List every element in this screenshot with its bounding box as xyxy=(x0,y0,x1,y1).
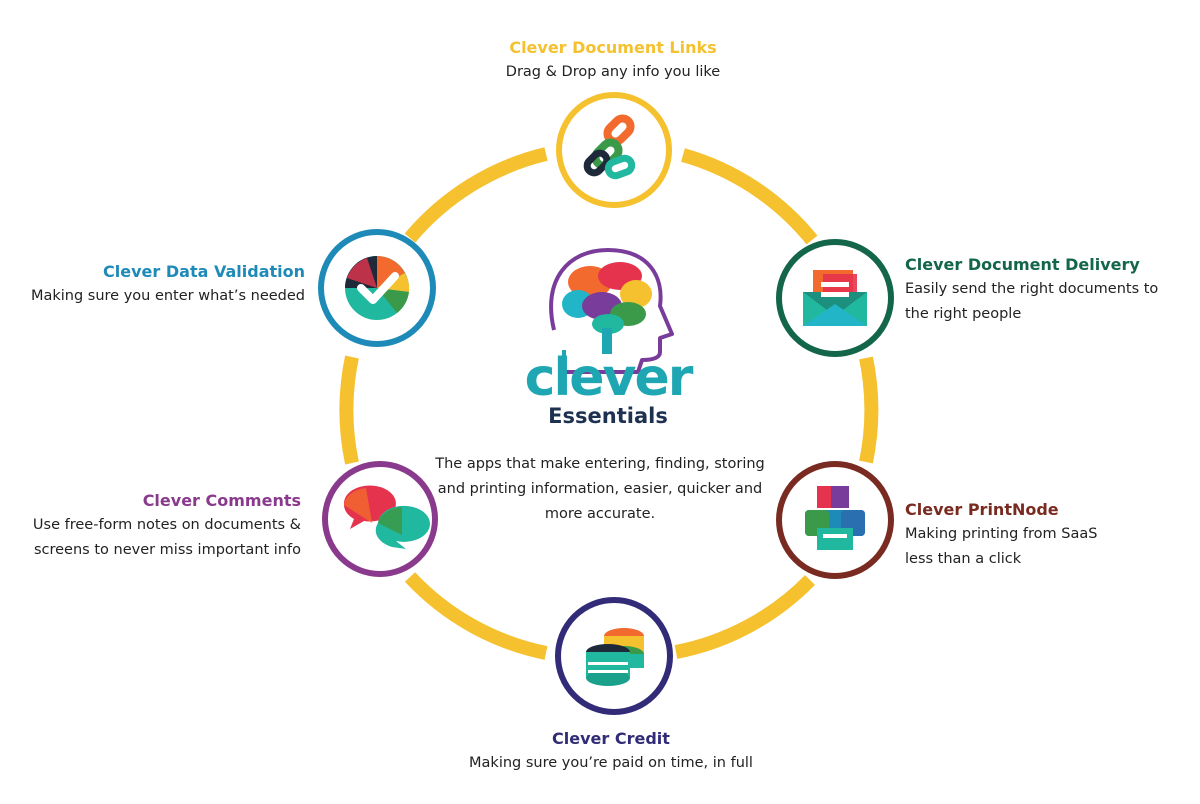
comments-title: Clever Comments xyxy=(142,491,301,510)
ring-arc-validation-links xyxy=(404,147,548,243)
brand-product-name: Essentials xyxy=(548,404,668,428)
label-document-delivery: Clever Document Delivery Easily send the… xyxy=(905,253,1175,327)
node-document-delivery[interactable] xyxy=(776,239,894,357)
connector-ring xyxy=(339,147,879,660)
label-credit: Clever Credit Making sure you’re paid on… xyxy=(469,727,753,776)
printnode-title: Clever PrintNode xyxy=(905,500,1059,519)
chain-link-icon xyxy=(583,114,636,180)
brand-wordmark: clever xyxy=(524,348,694,408)
validation-title: Clever Data Validation xyxy=(103,262,305,281)
node-credit[interactable] xyxy=(555,597,673,715)
credit-title: Clever Credit xyxy=(552,729,670,748)
coin-stack-icon xyxy=(586,628,644,686)
credit-desc: Making sure you’re paid on time, in full xyxy=(469,755,753,771)
center-tagline: The apps that make entering, finding, st… xyxy=(435,456,765,522)
ring-arc-credit-comments xyxy=(404,572,548,660)
printer-icon xyxy=(805,486,865,550)
delivery-title: Clever Document Delivery xyxy=(905,255,1140,274)
links-desc: Drag & Drop any info you like xyxy=(505,64,721,80)
label-data-validation: Clever Data Validation Making sure you e… xyxy=(15,260,305,309)
ring-arc-delivery-printnode xyxy=(859,356,879,464)
ring-arc-comments-validation xyxy=(339,355,359,465)
node-comments[interactable] xyxy=(322,461,438,577)
ring-arc-printnode-credit xyxy=(674,575,816,659)
checkmark-icon xyxy=(345,256,410,320)
node-data-validation[interactable] xyxy=(318,229,436,347)
links-title: Clever Document Links xyxy=(509,38,717,57)
delivery-desc: Easily send the right documents to the r… xyxy=(905,281,1159,322)
brain-head-icon xyxy=(549,248,674,374)
speech-bubbles-icon xyxy=(343,485,430,549)
label-document-links: Clever Document Links Drag & Drop any in… xyxy=(506,36,720,85)
label-comments: Clever Comments Use free-form notes on d… xyxy=(11,489,301,563)
envelope-icon xyxy=(803,270,867,326)
validation-desc: Making sure you enter what’s needed xyxy=(30,288,305,304)
node-printnode[interactable] xyxy=(776,461,894,579)
comments-desc: Use free-form notes on documents & scree… xyxy=(32,517,301,558)
node-document-links[interactable] xyxy=(556,92,672,208)
ring-arc-links-delivery xyxy=(681,148,818,245)
label-printnode: Clever PrintNode Making printing from Sa… xyxy=(905,498,1125,572)
printnode-desc: Making printing from SaaS less than a cl… xyxy=(905,526,1098,567)
